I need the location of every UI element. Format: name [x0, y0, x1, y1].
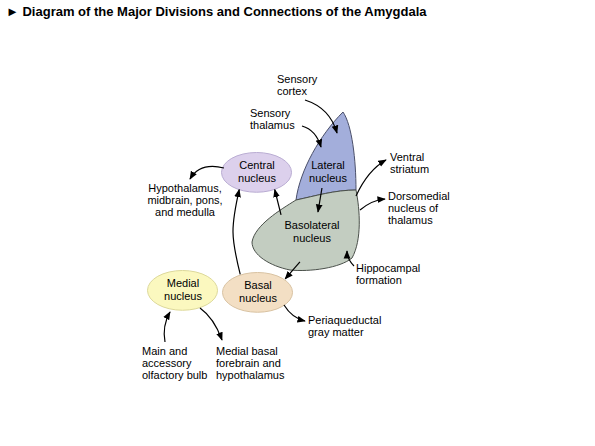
nucleus-ellipse	[223, 272, 293, 312]
nucleus-connection	[233, 190, 240, 275]
output-arrow	[190, 166, 224, 179]
label-slot: Hypothalamus, midbrain, pons, and medull…	[140, 182, 230, 218]
label-slot: Medial basal forebrain and hypothalamus	[216, 345, 294, 381]
label-slot: Main and accessory olfactory bulb	[142, 345, 220, 381]
connection-label: Sensory thalamus	[250, 107, 302, 131]
nucleus-ellipse	[148, 270, 218, 310]
connection-label: Medial basal forebrain and hypothalamus	[216, 345, 294, 381]
nucleus-name: Basal nucleus	[235, 279, 281, 305]
node-text: Basal nucleus	[235, 279, 281, 305]
nucleus-shape	[288, 106, 364, 204]
central-nucleus: Central nucleus	[221, 152, 292, 193]
connection-label: Periaqueductal gray matter	[308, 314, 392, 338]
nucleus-region	[296, 112, 356, 200]
nucleus-region	[252, 190, 359, 271]
nucleus-name: Medial nucleus	[160, 277, 206, 303]
label-slot: Sensory cortex	[277, 73, 323, 97]
output-arrow	[360, 199, 385, 210]
connection-label: Hippocampal formation	[356, 262, 430, 286]
connection-label: Hypothalamus, midbrain, pons, and medull…	[140, 182, 230, 218]
node-text: Central nucleus	[234, 159, 280, 185]
medial-nucleus: Medial nucleus	[147, 270, 218, 311]
connection-label: Main and accessory olfactory bulb	[142, 345, 220, 381]
node-text: Lateral nucleus	[303, 159, 353, 185]
output-arrow	[356, 160, 386, 196]
input-arrow	[164, 312, 170, 342]
basal-nucleus: Basal nucleus	[222, 272, 293, 313]
nucleus-name: Lateral nucleus	[303, 159, 353, 185]
label-slot: Periaqueductal gray matter	[308, 314, 392, 338]
output-arrow	[284, 305, 305, 321]
nucleus-name: Basolateral nucleus	[279, 219, 345, 245]
output-arrow	[200, 308, 222, 340]
connection-label: Ventral striatum	[390, 151, 442, 175]
nucleus-connection	[275, 190, 281, 215]
connection-label: Sensory cortex	[277, 73, 323, 97]
node-text: Basolateral nucleus	[279, 219, 345, 245]
diagram-title: ► Diagram of the Major Divisions and Con…	[6, 4, 427, 20]
nucleus-name: Central nucleus	[234, 159, 280, 185]
connection-label: Dorsomedial nucleus of thalamus	[388, 190, 460, 226]
node-text: Medial nucleus	[160, 277, 206, 303]
lateral-nucleus: Lateral nucleus	[288, 106, 364, 204]
label-slot: Hippocampal formation	[356, 262, 430, 286]
label-slot: Ventral striatum	[390, 151, 442, 175]
title-slot: ► Diagram of the Major Divisions and Con…	[6, 4, 427, 20]
label-slot: Sensory thalamus	[250, 107, 302, 131]
basolateral-nucleus: Basolateral nucleus	[248, 186, 366, 276]
nucleus-ellipse	[222, 152, 292, 192]
label-slot: Dorsomedial nucleus of thalamus	[388, 190, 460, 226]
